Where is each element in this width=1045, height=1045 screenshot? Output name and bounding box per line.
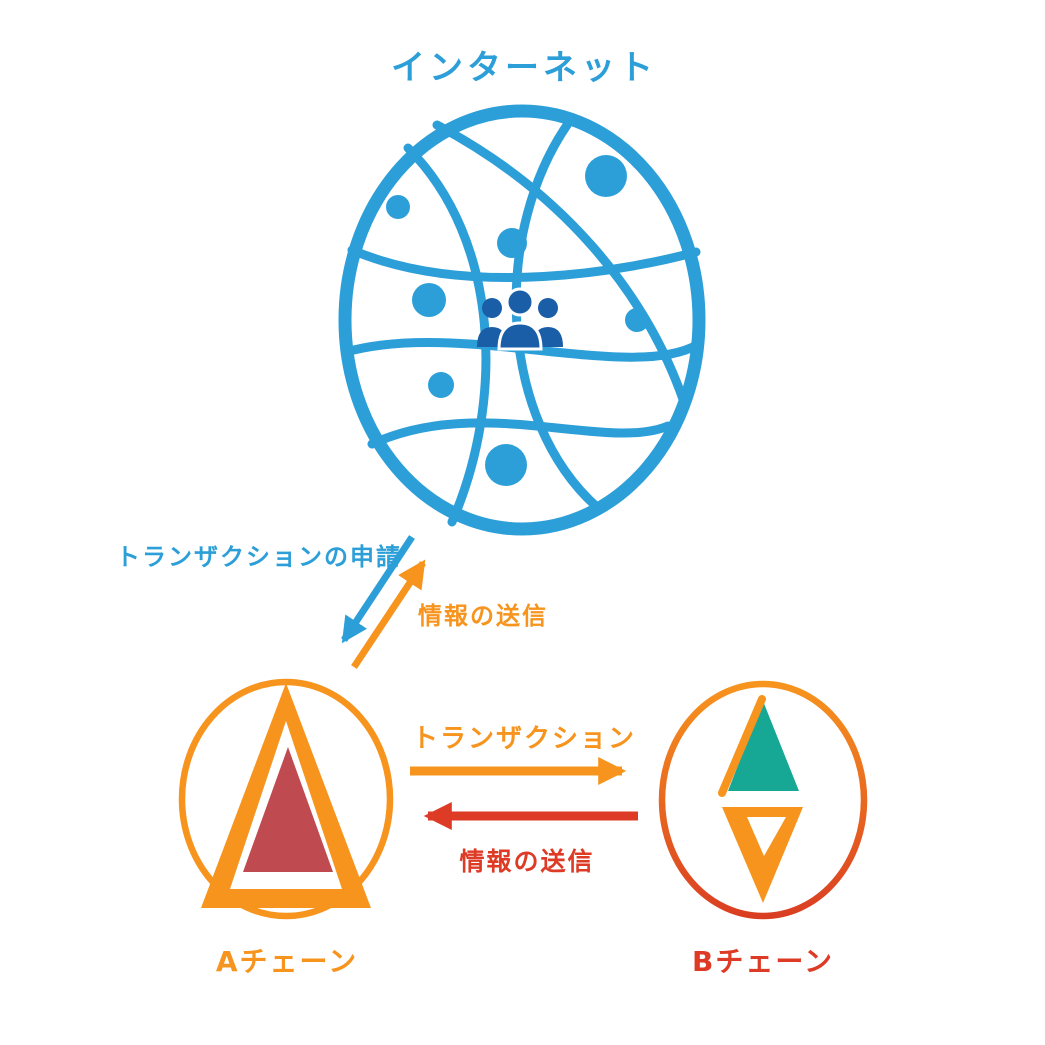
chain-a-label: Aチェーン	[215, 945, 359, 978]
chain-a-inner-triangle	[243, 747, 333, 872]
request-arrow	[341, 535, 415, 644]
chain-b-edge-accent	[718, 695, 766, 797]
chain-b-icon	[658, 680, 868, 920]
globe-network-lines	[341, 113, 702, 527]
chain-a-icon	[178, 678, 394, 920]
chain-b-label: Bチェーン	[692, 945, 834, 978]
request-arrow-label: トランザクションの申請	[116, 543, 402, 571]
globe-network-nodes	[386, 155, 649, 486]
chain-b-bottom-diamond	[722, 807, 803, 903]
internet-globe-icon	[338, 104, 706, 536]
transaction-arrow-label: トランザクション	[411, 724, 637, 754]
send-info-left-label: 情報の送信	[459, 847, 595, 876]
chain-b-circle	[658, 680, 868, 920]
send-info-up-arrow	[351, 559, 426, 669]
internet-title: インターネット	[391, 48, 657, 88]
send-info-up-label: 情報の送信	[418, 602, 548, 630]
chain-b-white-notch	[747, 817, 786, 856]
chain-b-top-diamond	[728, 701, 799, 791]
globe-outline	[338, 104, 706, 536]
users-icon	[477, 287, 563, 351]
